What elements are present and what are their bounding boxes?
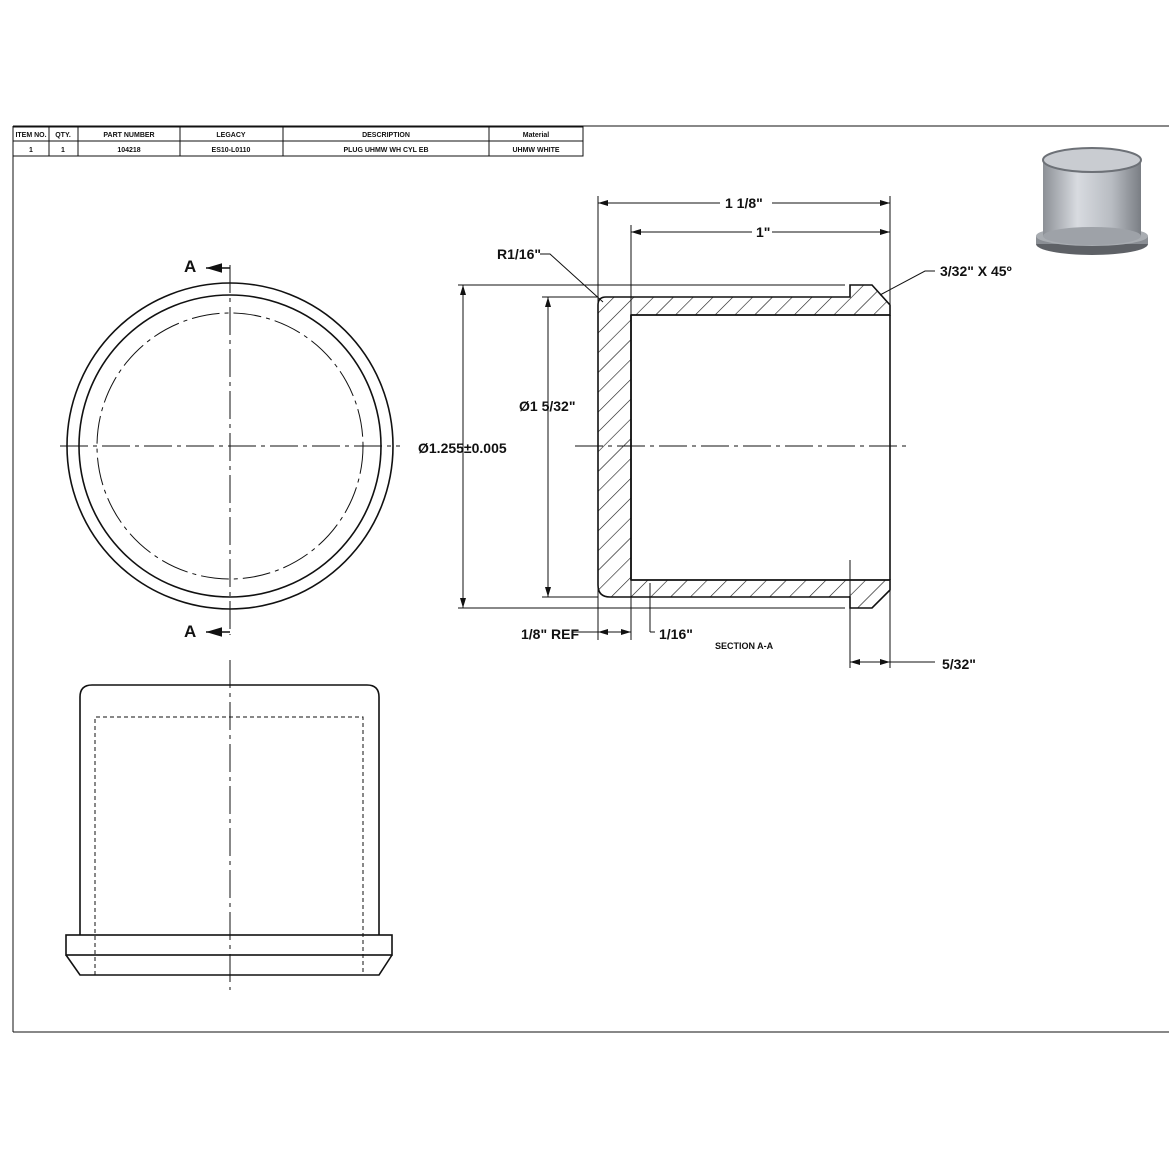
bom-cell-qty: 1 [61,147,65,154]
bom-header-qty: QTY. [55,132,71,139]
side-view [65,660,393,990]
isometric-thumbnail [1036,147,1148,255]
dim-wall-thickness: 1/16" [659,626,693,642]
bom-table: ITEM NO. QTY. PART NUMBER LEGACY DESCRIP… [12,126,584,157]
dim-chamfer: 3/32" X 45º [940,263,1012,279]
bom-cell-material: UHMW WHITE [512,147,559,154]
dim-end-thickness: 1/8" REF [521,626,579,642]
bom-header-description: DESCRIPTION [362,132,410,139]
dim-outer-diameter: Ø1.255±0.005 [418,440,507,456]
section-title: SECTION A-A [715,641,774,651]
section-label-bottom: A [184,622,196,641]
front-view: A A [60,257,400,641]
sheet-border [12,125,1169,1033]
section-a-a-view: 1 1/8" 1" R1/16" 3/32" X 45º Ø1.255±0.00… [418,195,1012,672]
section-label-top: A [184,257,196,276]
bom-cell-description: PLUG UHMW WH CYL EB [343,147,428,154]
dim-radius: R1/16" [497,246,541,262]
bom-header-part-number: PART NUMBER [103,132,154,139]
bom-header-item-no: ITEM NO. [15,132,46,139]
dim-inner-diameter: Ø1 5/32" [519,398,575,414]
bom-header-material: Material [523,132,550,139]
dim-flange-length: 5/32" [942,656,976,672]
bom-cell-item-no: 1 [29,147,33,154]
dim-inner-length: 1" [756,224,770,240]
dim-overall-length: 1 1/8" [725,195,763,211]
bom-cell-legacy: ES10-L0110 [212,147,251,154]
bom-header-legacy: LEGACY [216,132,246,139]
bom-cell-part-number: 104218 [117,147,140,154]
